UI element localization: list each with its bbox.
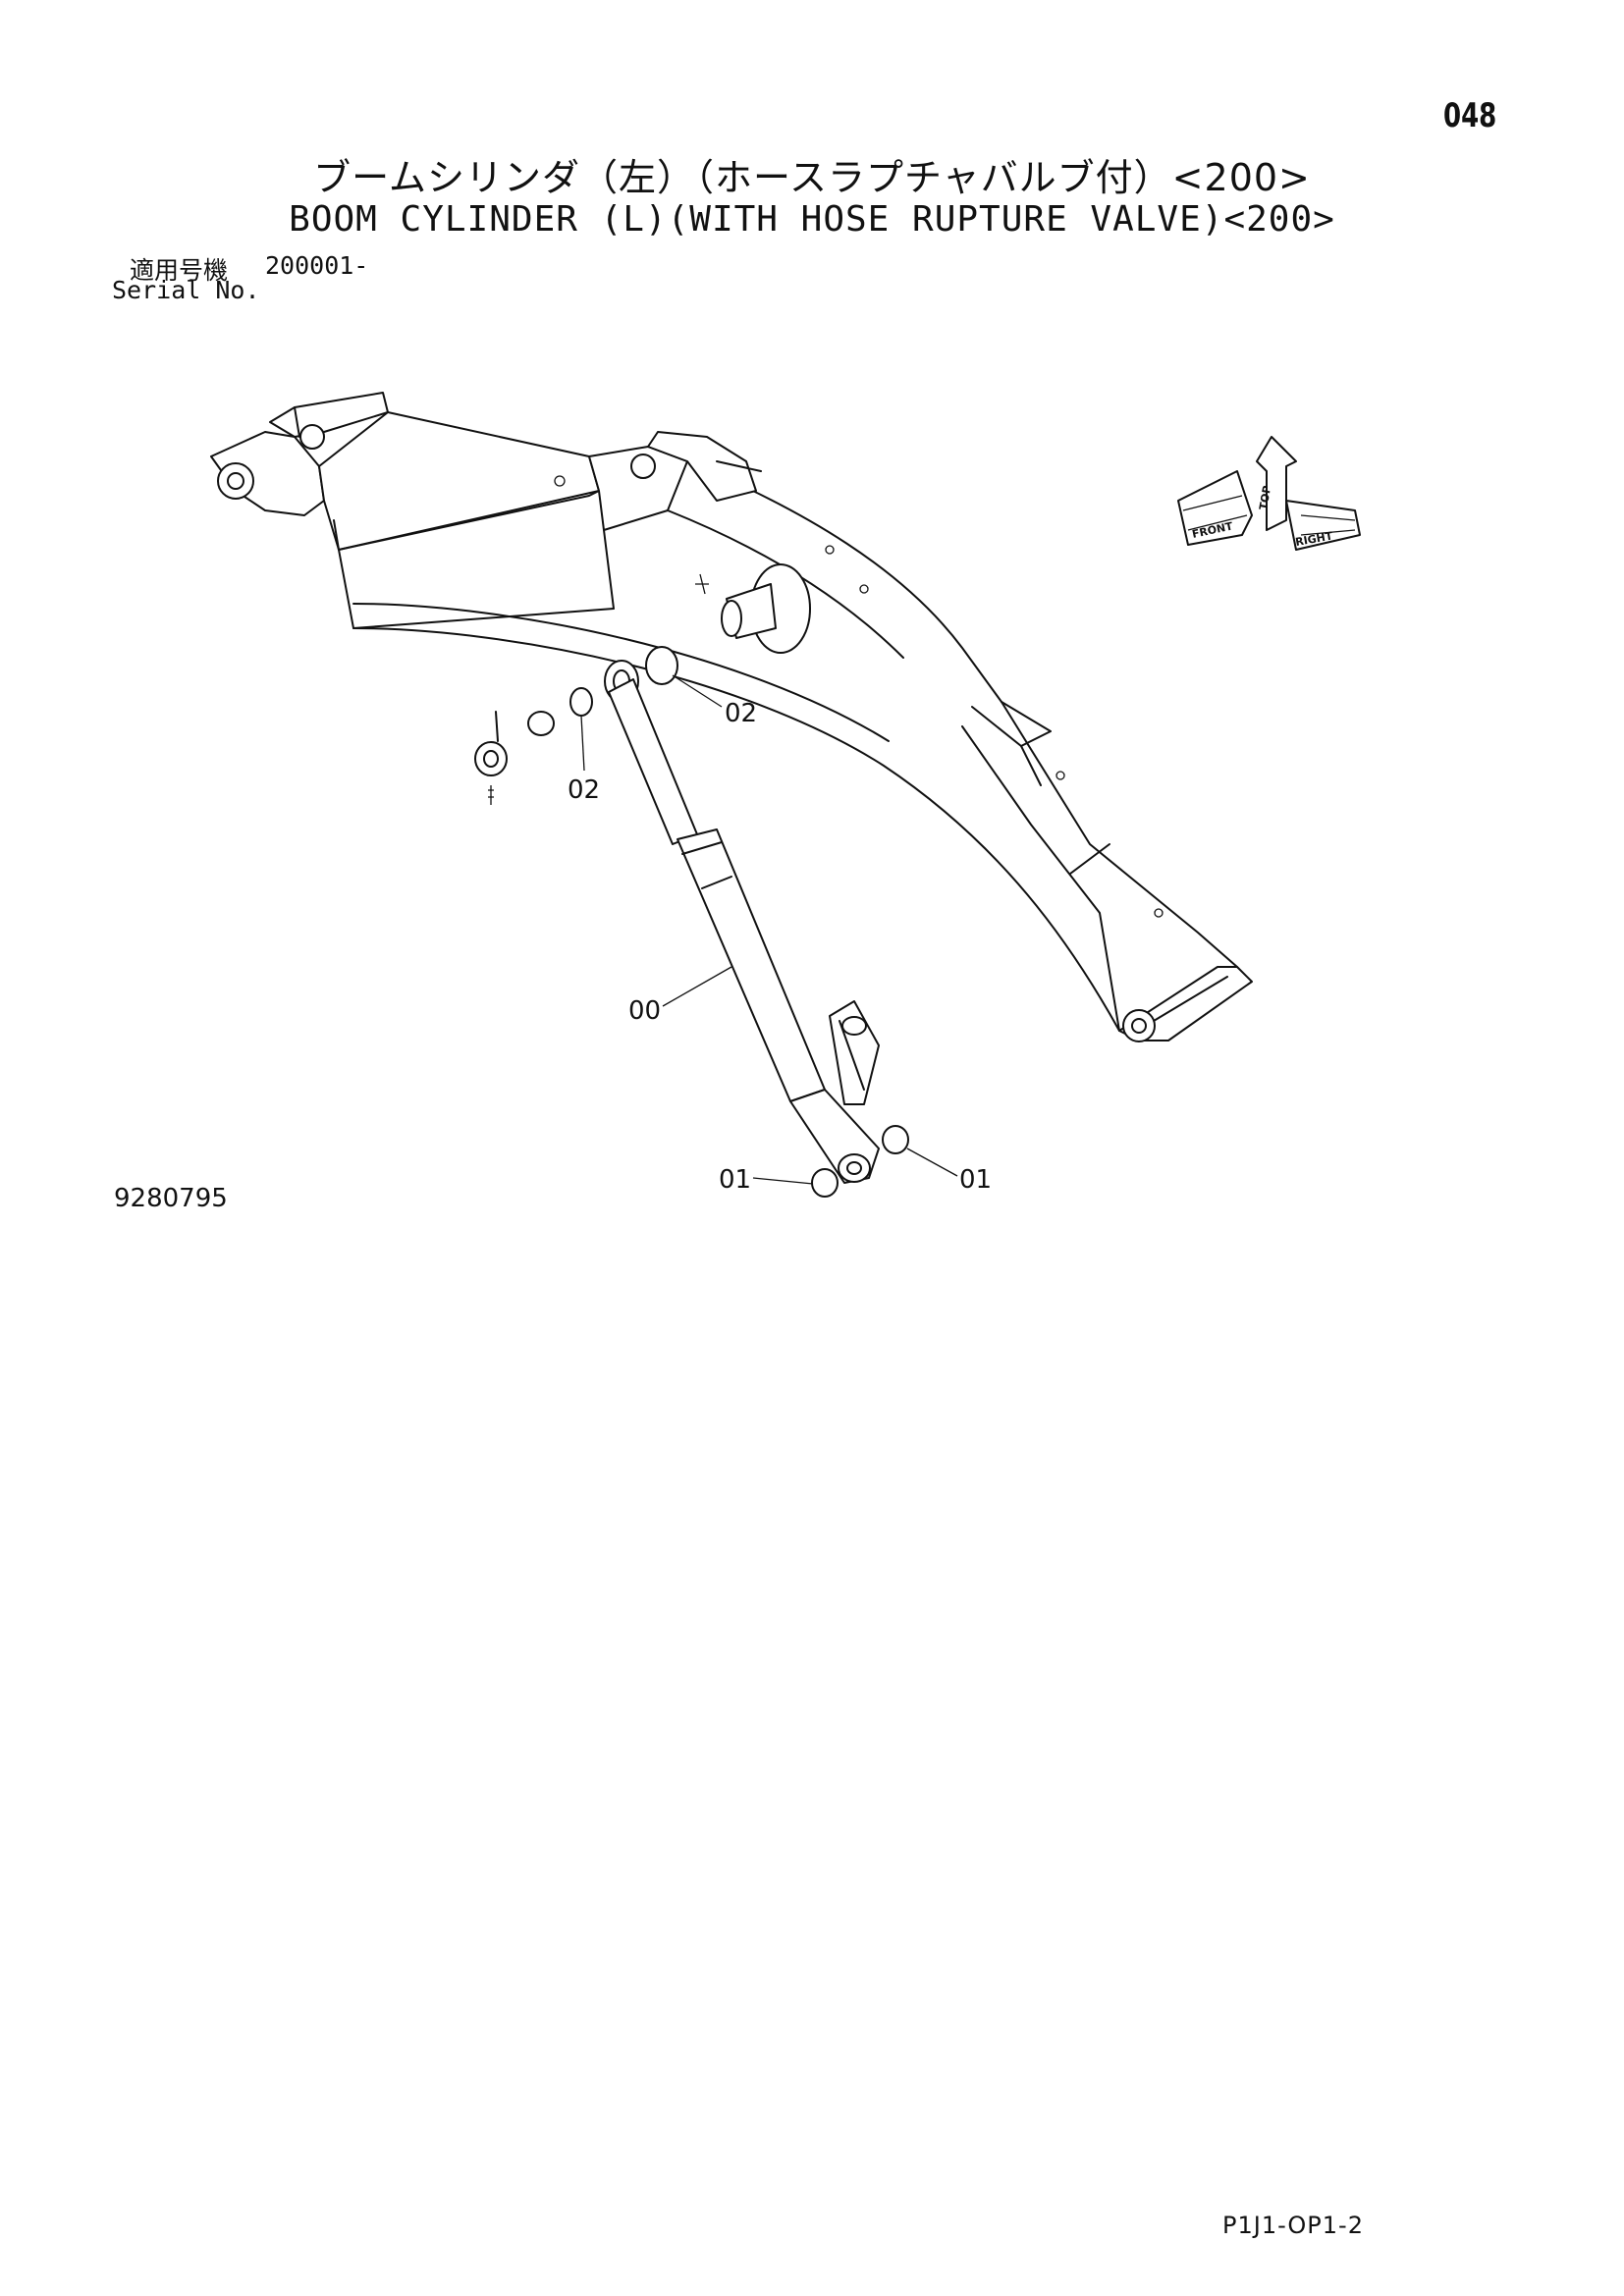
callout-00-cylinder: 00: [628, 996, 661, 1026]
figure-number: 9280795: [114, 1184, 228, 1213]
leader-lines: [580, 674, 958, 1185]
callout-01-right: 01: [959, 1165, 992, 1195]
footer-code: P1J1-OP1-2: [1222, 2212, 1364, 2239]
callout-01-left: 01: [719, 1165, 751, 1195]
direction-top-label: TOP: [1257, 485, 1273, 511]
direction-arrows-icon: FRONT RIGHT TOP: [1177, 436, 1361, 551]
serial-label-english: Serial No.: [112, 276, 260, 304]
serial-value: 200001-: [265, 251, 369, 280]
page-number: 048: [1443, 96, 1497, 135]
serial-label-japanese: 適用号機: [130, 256, 229, 285]
title-japanese: ブームシリンダ（左）（ホースラプチャバルブ付）<200>: [313, 156, 1311, 199]
callout-02-lower: 02: [568, 775, 600, 805]
boom-cylinder-drawing: [608, 678, 909, 1198]
callout-02-upper: 02: [725, 699, 757, 728]
boom-drawing: [210, 392, 1253, 1042]
title-english: BOOM CYLINDER (L)(WITH HOSE RUPTURE VALV…: [289, 199, 1335, 240]
